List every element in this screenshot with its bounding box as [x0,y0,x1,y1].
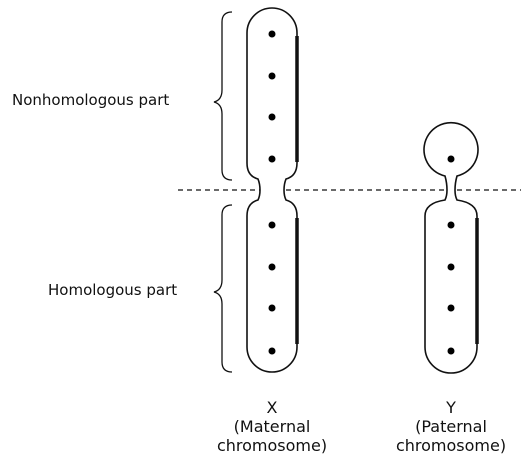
y-letter: Y [381,398,521,417]
nonhomologous-brace [214,12,232,180]
x-gene-dot [269,264,276,271]
y-chromosome-label: Y (Paternal chromosome) [381,398,521,455]
x-gene-dot [269,348,276,355]
y-origin-line1: (Paternal [381,417,521,436]
x-gene-dot [269,73,276,80]
x-gene-dot [269,156,276,163]
x-origin-line2: chromosome) [202,436,342,455]
x-origin-line1: (Maternal [202,417,342,436]
nonhomologous-part-label: Nonhomologous part [12,91,169,109]
y-gene-dot [448,305,455,312]
x-letter: X [202,398,342,417]
y-origin-line2: chromosome) [381,436,521,455]
x-gene-dot [269,114,276,121]
y-gene-dot [448,348,455,355]
x-gene-dot [269,305,276,312]
y-gene-dot [448,222,455,229]
x-gene-dot [269,31,276,38]
homologous-part-label: Homologous part [48,281,177,299]
x-gene-dot [269,222,276,229]
y-gene-dot [448,156,455,163]
y-gene-dot [448,264,455,271]
homologous-brace [214,205,232,372]
x-chromosome-label: X (Maternal chromosome) [202,398,342,455]
